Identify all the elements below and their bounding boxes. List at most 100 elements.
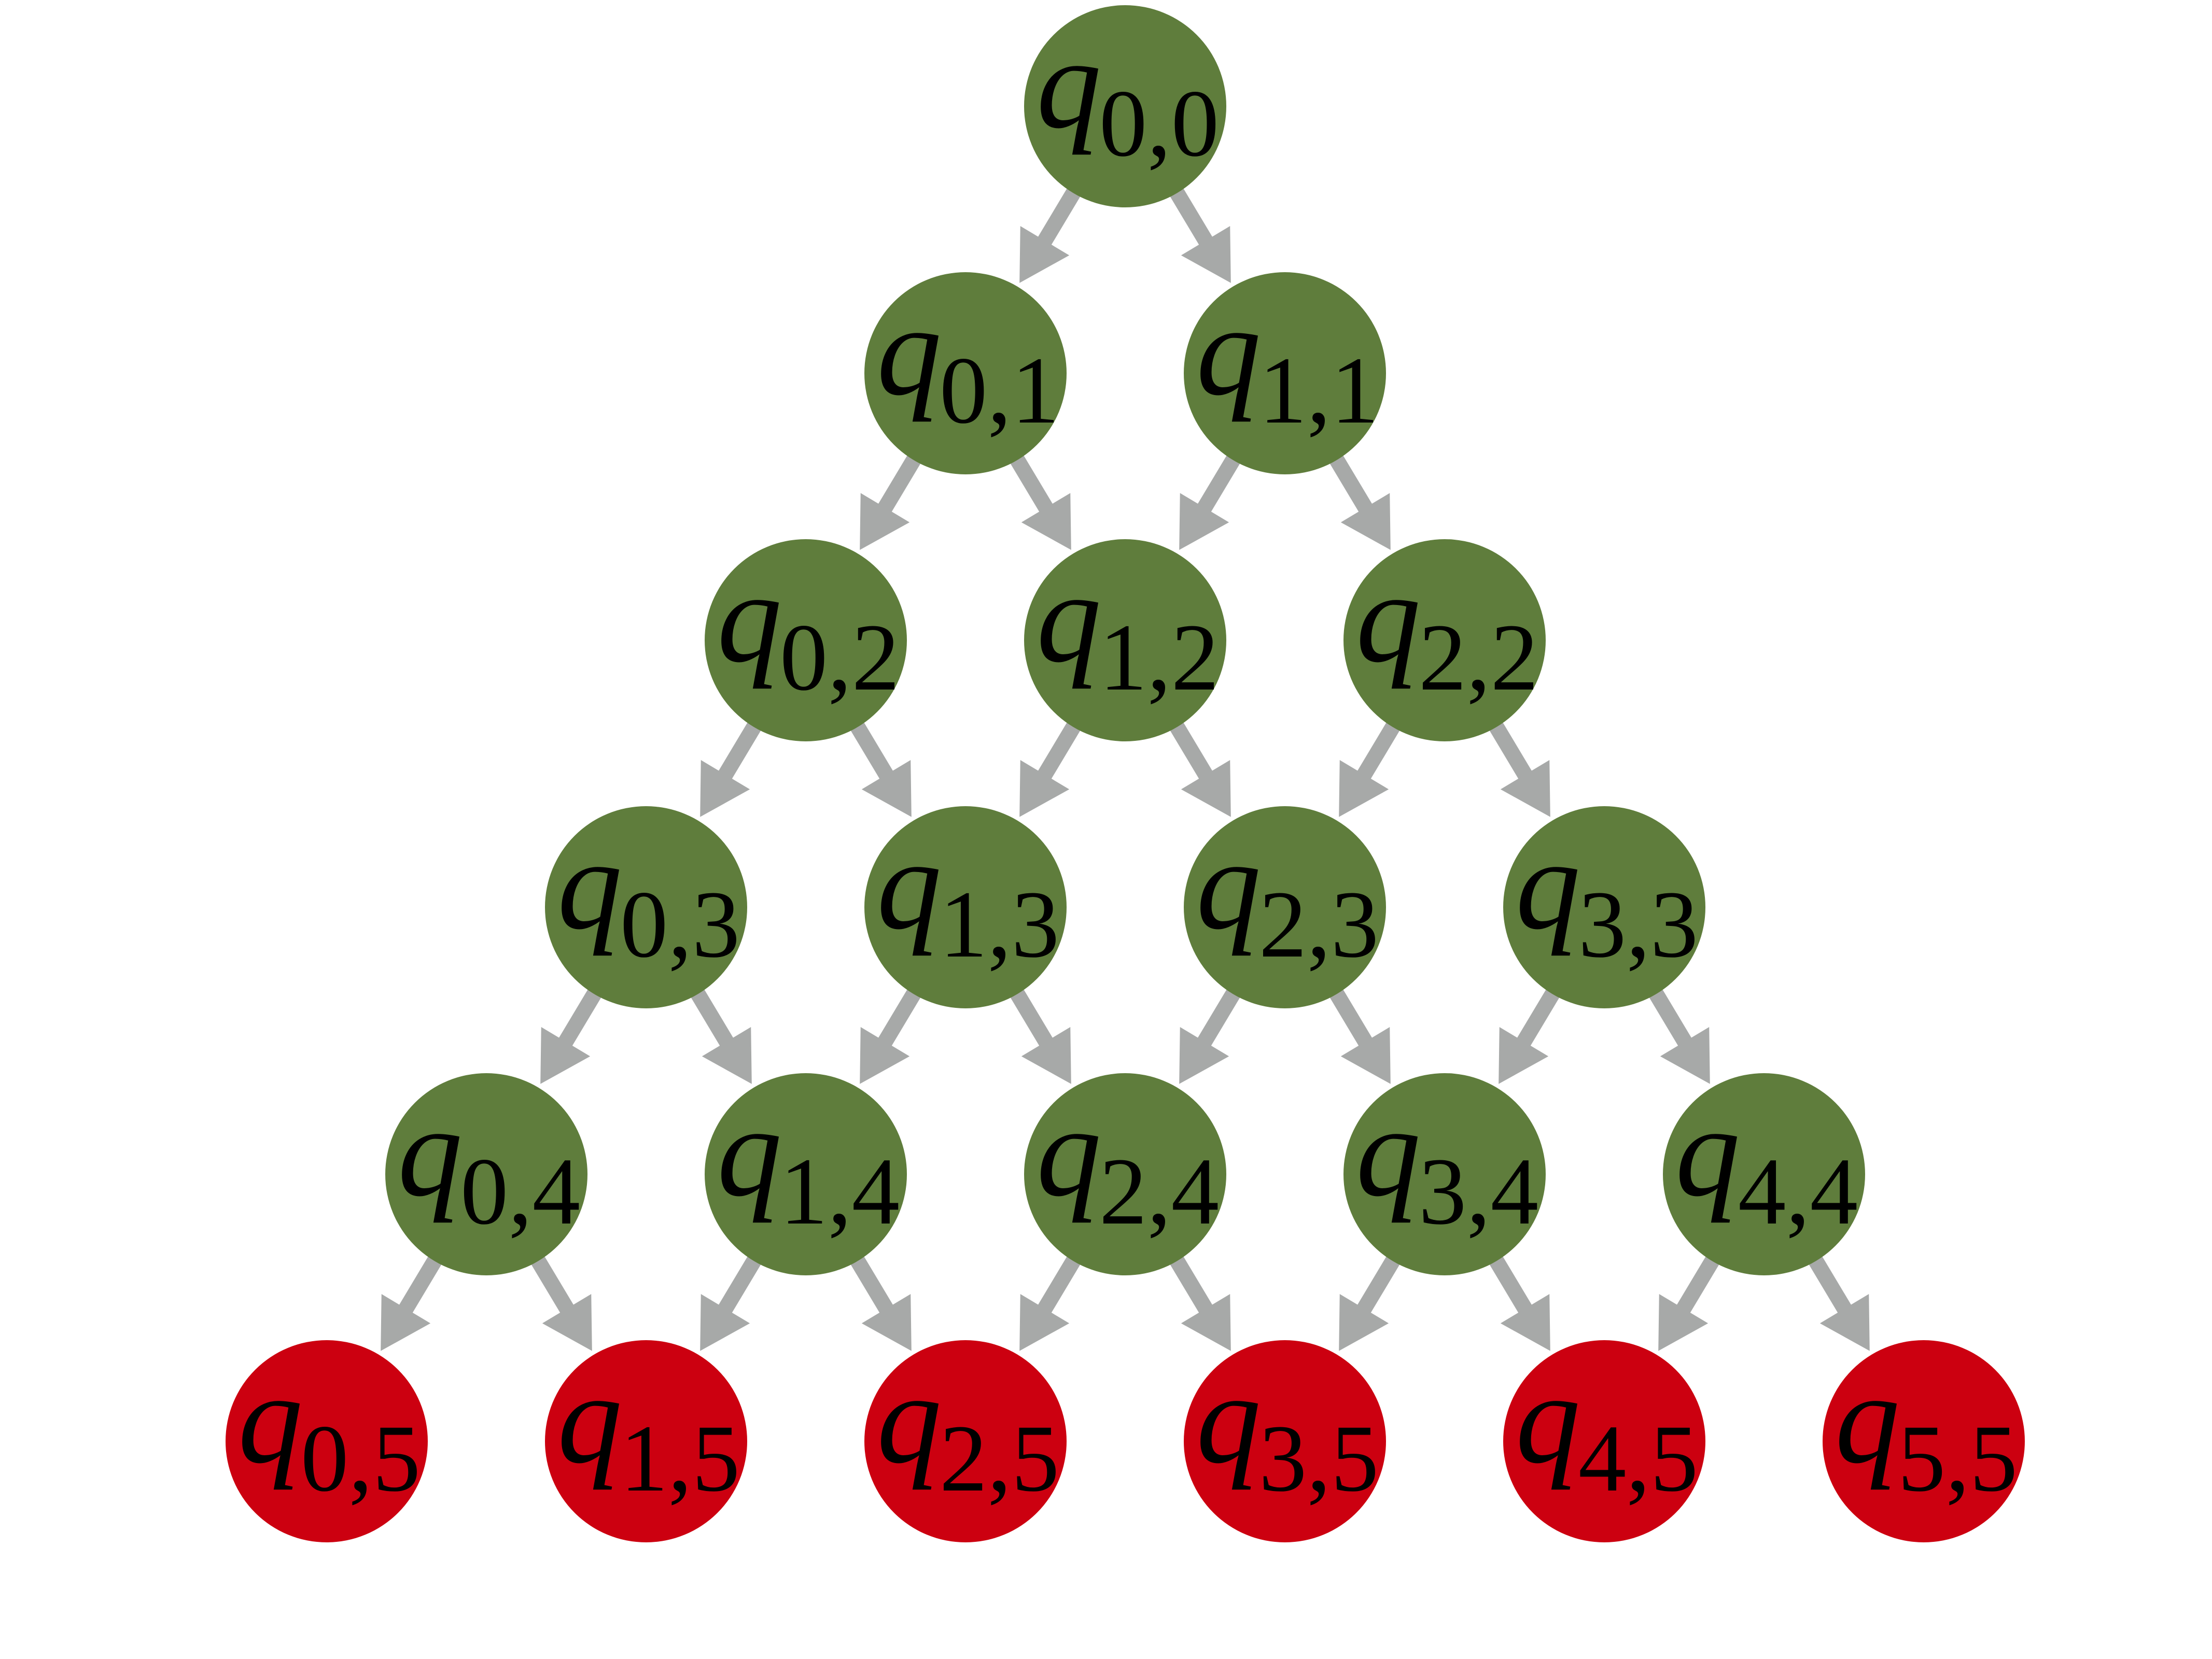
state-circle <box>1184 272 1386 474</box>
node-label-subscript: 0,1 <box>940 338 1059 444</box>
state-circle <box>864 806 1067 1008</box>
edge-line <box>1035 1255 1082 1317</box>
edge-q44-to-q55 <box>1808 1255 1870 1351</box>
node-label-subscript: 2,3 <box>1259 871 1379 978</box>
arrowhead-icon <box>1181 226 1231 283</box>
edge-q34-to-q35 <box>1339 1255 1401 1351</box>
node-label-base: q <box>1356 546 1421 690</box>
edge-q11-to-q22 <box>1328 454 1391 550</box>
edge-line <box>716 721 762 783</box>
edge-line <box>1009 454 1056 516</box>
edge-line <box>849 1255 896 1317</box>
node-label: q1,1 <box>1196 279 1379 444</box>
edges-layer <box>381 187 1870 1351</box>
edge-line <box>1648 988 1695 1050</box>
edge-q24-to-q25 <box>1019 1255 1082 1351</box>
edge-q03-to-q04 <box>540 988 603 1084</box>
edge-line <box>1354 721 1401 783</box>
node-label: q0,3 <box>557 813 740 978</box>
edge-q33-to-q44 <box>1648 988 1710 1084</box>
node-label-base: q <box>1037 1080 1101 1224</box>
edge-q13-to-q14 <box>860 988 922 1084</box>
edge-q04-to-q15 <box>530 1255 592 1351</box>
arrowhead-icon <box>700 760 750 817</box>
node-label-subscript: 2,4 <box>1099 1138 1219 1245</box>
node-label-subscript: 0,5 <box>301 1405 421 1512</box>
arrowhead-icon <box>861 1294 912 1351</box>
edge-line <box>875 454 922 516</box>
node-label-base: q <box>1037 12 1101 156</box>
edge-line <box>396 1255 443 1317</box>
edge-q24-to-q35 <box>1169 1255 1231 1351</box>
node-label: q4,4 <box>1675 1080 1858 1245</box>
edge-line <box>1035 187 1082 249</box>
state-circle <box>1663 1073 1865 1275</box>
state-circle <box>1024 5 1226 207</box>
node-q22: q2,2 <box>1343 539 1546 741</box>
node-q00: q0,0 <box>1024 5 1226 207</box>
state-circle <box>1184 806 1386 1008</box>
state-circle <box>1024 539 1226 741</box>
state-circle <box>705 539 907 741</box>
node-label: q3,3 <box>1516 813 1698 978</box>
edge-line <box>875 988 922 1050</box>
edge-line <box>1328 454 1375 516</box>
node-label-subscript: 3,3 <box>1578 871 1698 978</box>
node-label-base: q <box>398 1080 463 1224</box>
edge-line <box>1488 1255 1535 1317</box>
node-label-subscript: 0,3 <box>620 871 740 978</box>
edge-q14-to-q25 <box>849 1255 912 1351</box>
node-label-base: q <box>557 813 622 957</box>
node-q34: q3,4 <box>1343 1073 1546 1275</box>
node-label-base: q <box>1516 813 1580 957</box>
state-circle <box>864 272 1067 474</box>
node-label: q2,4 <box>1037 1080 1219 1245</box>
arrowhead-icon <box>1499 1027 1549 1084</box>
arrowhead-icon <box>1021 493 1071 550</box>
node-label-base: q <box>238 1347 303 1491</box>
node-label-subscript: 4,4 <box>1738 1138 1858 1245</box>
terminal-state-circle <box>864 1340 1067 1542</box>
terminal-state-circle <box>1503 1340 1705 1542</box>
node-q44: q4,4 <box>1663 1073 1865 1275</box>
arrowhead-icon <box>1500 760 1550 817</box>
edge-line <box>1169 721 1215 783</box>
state-circle <box>1343 539 1546 741</box>
arrowhead-icon <box>1500 1294 1550 1351</box>
edge-line <box>1354 1255 1401 1317</box>
node-label-base: q <box>1675 1080 1740 1224</box>
arrowhead-icon <box>1179 1027 1229 1084</box>
arrowhead-icon <box>1019 1294 1070 1351</box>
arrowhead-icon <box>1019 226 1070 283</box>
arrowhead-icon <box>542 1294 592 1351</box>
edge-line <box>690 988 736 1050</box>
terminal-state-circle <box>226 1340 428 1542</box>
edge-line <box>1195 454 1241 516</box>
node-label-base: q <box>877 279 942 423</box>
node-label: q1,4 <box>717 1080 900 1245</box>
arrowhead-icon <box>1340 493 1391 550</box>
edge-q23-to-q24 <box>1179 988 1241 1084</box>
node-q03: q0,3 <box>545 806 747 1008</box>
node-label-subscript: 0,4 <box>460 1138 580 1245</box>
state-circle <box>705 1073 907 1275</box>
edge-q34-to-q45 <box>1488 1255 1550 1351</box>
edge-q01-to-q12 <box>1009 454 1071 550</box>
node-label: q2,5 <box>877 1347 1059 1512</box>
node-q01: q0,1 <box>864 272 1067 474</box>
node-label-subscript: 4,5 <box>1578 1405 1698 1512</box>
edge-q14-to-q15 <box>700 1255 762 1351</box>
edge-line <box>1488 721 1535 783</box>
state-circle <box>1024 1073 1226 1275</box>
edge-line <box>1195 988 1241 1050</box>
node-label-subscript: 5,5 <box>1898 1405 2018 1512</box>
node-q25: q2,5 <box>864 1340 1067 1542</box>
node-label: q0,0 <box>1037 12 1219 177</box>
node-label: q0,1 <box>877 279 1059 444</box>
edge-q11-to-q12 <box>1179 454 1241 550</box>
node-label-subscript: 0,0 <box>1099 71 1219 177</box>
node-label: q1,2 <box>1037 546 1219 711</box>
edge-q00-to-q01 <box>1019 187 1082 283</box>
